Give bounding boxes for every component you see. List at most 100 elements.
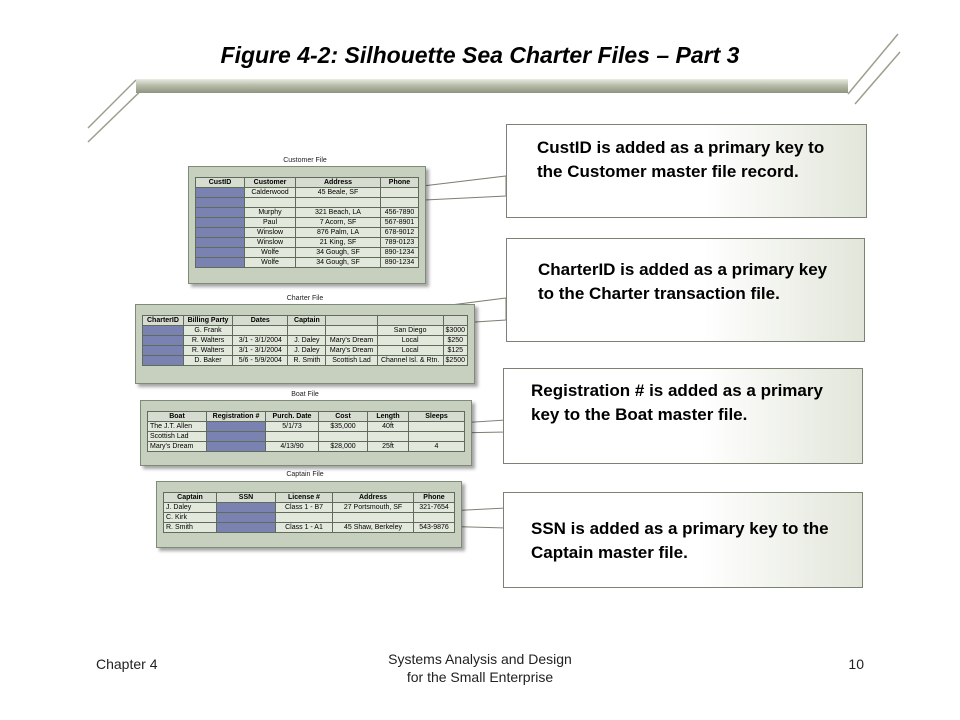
table-cell [380, 187, 419, 198]
table-cell: Local [376, 345, 444, 356]
table-cell: Channel Isl. & Rtn. [376, 355, 444, 366]
table-cell: Calderwood [244, 187, 296, 198]
key-cell [216, 502, 276, 513]
table-cell: 678-9012 [380, 227, 419, 238]
table-cell: Local [376, 335, 444, 346]
key-cell [206, 421, 266, 432]
table-cell [295, 197, 381, 208]
key-cell [216, 512, 276, 523]
captain-file-table: Captain SSN License # Address Phone J. D… [163, 492, 455, 533]
table-cell: Wolfe [244, 247, 296, 258]
table-row [195, 197, 419, 208]
table-cell [408, 421, 465, 432]
callout-custid-text: CustID is added as a primary key to the … [537, 138, 825, 181]
footer-course-line1: Systems Analysis and Design [388, 651, 572, 667]
footer-course: Systems Analysis and Design for the Smal… [330, 650, 630, 686]
table-cell: J. Daley [287, 345, 327, 356]
table-cell: Scottish Lad [147, 431, 207, 442]
callout-charterid: CharterID is added as a primary key to t… [506, 238, 865, 342]
table-cell: 890-1234 [380, 257, 419, 268]
table-cell [380, 197, 419, 208]
footer-chapter: Chapter 4 [96, 656, 158, 672]
table-cell: $2500 [442, 355, 469, 366]
charter-file-table: CharterID Billing Party Dates Captain G.… [142, 315, 469, 366]
table-cell: 40ft [367, 421, 409, 432]
callout-charterid-text: CharterID is added as a primary key to t… [538, 260, 828, 303]
table-cell [413, 512, 455, 523]
key-cell [142, 325, 184, 336]
table-cell: Class 1 - A1 [275, 522, 333, 533]
table-cell: R. Smith [163, 522, 217, 533]
table-cell: 5/1/73 [265, 421, 319, 432]
table-cell: Scottish Lad [325, 355, 378, 366]
key-cell [195, 247, 245, 258]
table-cell: 4 [408, 441, 465, 452]
table-cell: R. Smith [287, 355, 327, 366]
column-header: Customer [244, 177, 296, 188]
table-cell: 789-0123 [380, 237, 419, 248]
column-header: Phone [380, 177, 419, 188]
table-cell: Winslow [244, 227, 296, 238]
table-cell: 21 King, SF [295, 237, 381, 248]
customer-file-table: CustID Customer Address Phone Calderwood… [195, 177, 419, 268]
column-header: Dates [232, 315, 289, 326]
table-cell: 543-9876 [413, 522, 455, 533]
table-cell: 3/1 - 3/1/2004 [232, 345, 289, 356]
column-header: CharterID [142, 315, 184, 326]
table-cell: Class 1 - B7 [275, 502, 333, 513]
table-cell [265, 431, 319, 442]
column-header [442, 315, 469, 326]
title-underline-bar [136, 79, 848, 93]
column-header: CustID [195, 177, 245, 188]
table-cell: 456-7890 [380, 207, 419, 218]
column-header: Sleeps [408, 411, 465, 422]
column-header: Registration # [206, 411, 266, 422]
table-cell: Mary's Dream [325, 345, 378, 356]
key-cell [216, 522, 276, 533]
column-header: Captain [287, 315, 327, 326]
callout-registration: Registration # is added as a primary key… [503, 368, 863, 464]
table-cell [318, 431, 368, 442]
table-cell: 7 Acorn, SF [295, 217, 381, 228]
table-cell: Mary's Dream [147, 441, 207, 452]
table-cell: 45 Shaw, Berkeley [332, 522, 414, 533]
column-header: Purch. Date [265, 411, 319, 422]
key-cell [206, 441, 266, 452]
slide-title: Figure 4-2: Silhouette Sea Charter Files… [220, 42, 740, 68]
column-header: Billing Party [182, 315, 234, 326]
key-cell [195, 257, 245, 268]
table-cell: G. Frank [182, 325, 234, 336]
boat-file-table: Boat Registration # Purch. Date Cost Len… [147, 411, 465, 452]
table-cell: $35,000 [318, 421, 368, 432]
table-cell [332, 512, 414, 523]
table-cell: Mary's Dream [325, 335, 378, 346]
table-cell: Murphy [244, 207, 296, 218]
table-cell: R. Walters [182, 335, 234, 346]
table-row: Scottish Lad [147, 431, 465, 442]
column-header: Address [295, 177, 381, 188]
table-cell: 321-7654 [413, 502, 455, 513]
table-cell [367, 431, 409, 442]
table-cell [275, 512, 333, 523]
table-cell: 34 Gough, SF [295, 257, 381, 268]
key-cell [142, 345, 184, 356]
table-cell [408, 431, 465, 442]
callout-ssn-text: SSN is added as a primary key to the Cap… [531, 519, 829, 562]
table-cell: $250 [442, 335, 469, 346]
charter-file-title: Charter File [286, 295, 324, 302]
customer-file-panel: CustID Customer Address Phone Calderwood… [188, 166, 426, 284]
table-cell [287, 325, 327, 336]
column-header: Address [332, 492, 414, 503]
